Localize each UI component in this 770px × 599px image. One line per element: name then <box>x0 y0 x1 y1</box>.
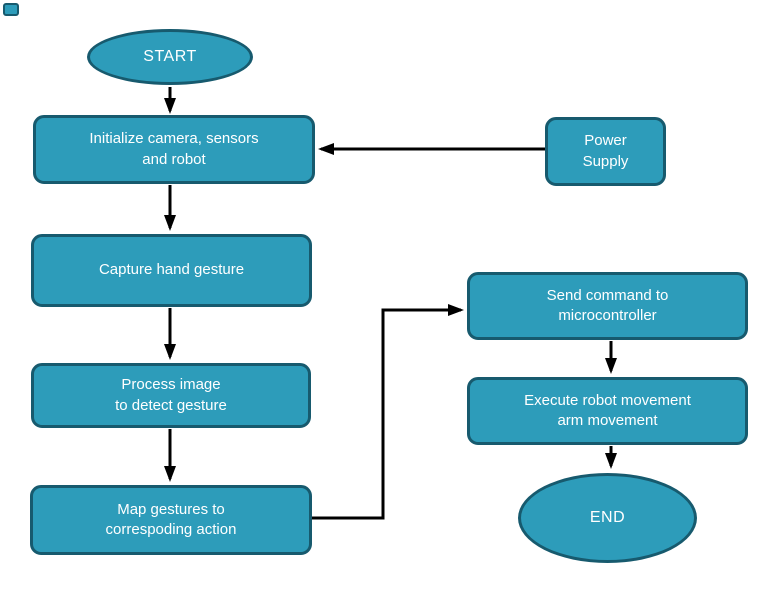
arrow-map-to-send <box>312 304 464 520</box>
node-capture-hand-gesture: Capture hand gesture <box>31 234 312 307</box>
node-send-command: Send command to microcontroller <box>467 272 748 340</box>
node-map-gestures: Map gestures to correspoding action <box>30 485 312 555</box>
node-initialize: Initialize camera, sensors and robot <box>33 115 315 184</box>
corner-artifact <box>3 3 19 16</box>
node-power-supply: Power Supply <box>545 117 666 186</box>
node-start: START <box>87 29 253 85</box>
node-process-image: Process image to detect gesture <box>31 363 311 428</box>
node-end: END <box>518 473 697 563</box>
node-execute-movement: Execute robot movement arm movement <box>467 377 748 445</box>
